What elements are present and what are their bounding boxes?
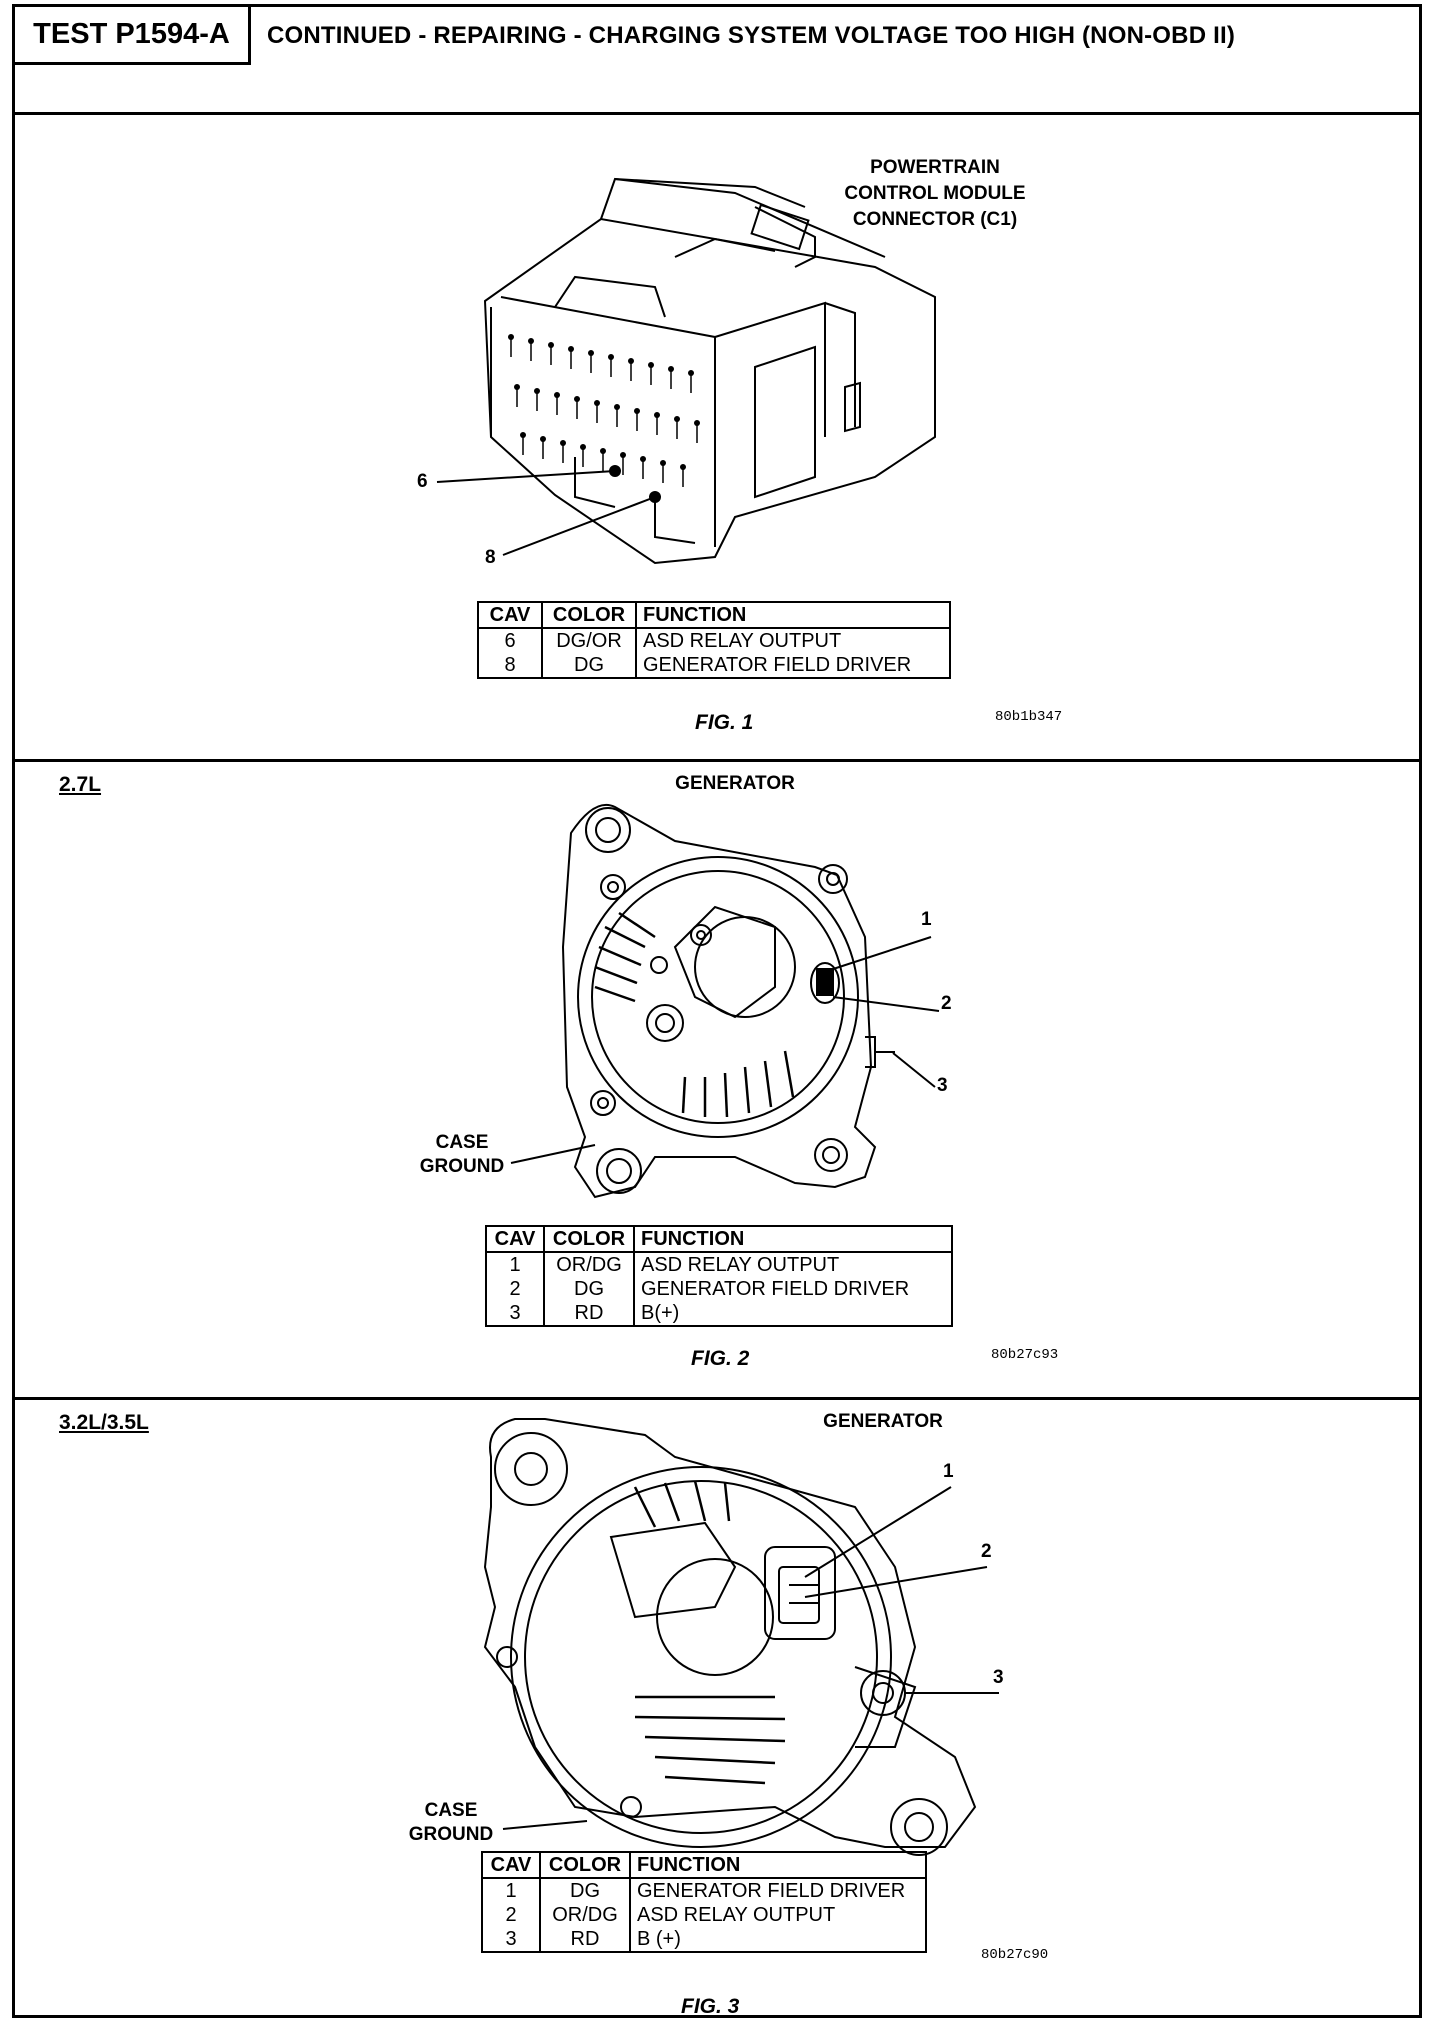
col-function: FUNCTION <box>633 1225 953 1253</box>
col-color: COLOR <box>543 1225 635 1253</box>
col-function: FUNCTION <box>629 1851 927 1879</box>
case-ground-label: CASE GROUND <box>391 1799 511 1847</box>
cell: ASD RELAY OUTPUT <box>635 628 951 653</box>
table-row: 1 DG GENERATOR FIELD DRIVER <box>481 1878 927 1903</box>
col-cav: CAV <box>481 1851 541 1879</box>
table-row: 8 DG GENERATOR FIELD DRIVER <box>477 653 951 679</box>
test-id-box: TEST P1594-A <box>15 7 251 65</box>
fig2-title: GENERATOR <box>675 773 795 794</box>
case-ground-line-1: CASE <box>435 1132 489 1153</box>
fig3-pin-table: CAV COLOR FUNCTION 1 DG GENERATOR FIELD … <box>481 1851 927 1953</box>
case-ground-line-1: CASE <box>424 1800 478 1821</box>
connector-label-line-3: CONNECTOR (C1) <box>852 209 1018 230</box>
cell: B (+) <box>629 1927 927 1953</box>
section-label-27l: 2.7L <box>59 773 102 796</box>
cell: ASD RELAY OUTPUT <box>633 1252 953 1277</box>
cell: 8 <box>477 653 543 679</box>
figure-illustrations <box>436 177 999 1856</box>
cell: B(+) <box>633 1301 953 1327</box>
cell: RD <box>543 1301 635 1327</box>
fig1-caption: FIG. 1 <box>695 711 754 734</box>
cell: 3 <box>481 1927 541 1953</box>
callout-1: 1 <box>921 909 932 930</box>
header-divider <box>15 112 1419 115</box>
generator-32l-drawing <box>483 1418 999 1856</box>
cell: ASD RELAY OUTPUT <box>629 1903 927 1927</box>
table-row: 1 OR/DG ASD RELAY OUTPUT <box>485 1252 953 1277</box>
cell: DG/OR <box>541 628 637 653</box>
cell: DG <box>539 1878 631 1903</box>
service-manual-page: TEST P1594-A CONTINUED - REPAIRING - CHA… <box>12 4 1422 2018</box>
case-ground-label: CASE GROUND <box>397 1131 527 1179</box>
cell: GENERATOR FIELD DRIVER <box>629 1878 927 1903</box>
callout-3: 3 <box>937 1075 948 1096</box>
case-ground-line-2: GROUND <box>419 1156 505 1177</box>
table-row: 3 RD B(+) <box>485 1301 953 1327</box>
cell: OR/DG <box>543 1252 635 1277</box>
cell: 1 <box>485 1252 545 1277</box>
pcm-connector-drawing <box>436 177 936 565</box>
section-label-32l-35l: 3.2L/3.5L <box>59 1411 149 1434</box>
table-row: 2 OR/DG ASD RELAY OUTPUT <box>481 1903 927 1927</box>
fig3-title: GENERATOR <box>823 1411 943 1432</box>
col-color: COLOR <box>539 1851 631 1879</box>
cell: 1 <box>481 1878 541 1903</box>
cell: 2 <box>485 1277 545 1301</box>
callout-2: 2 <box>981 1541 992 1562</box>
generator-27l-drawing <box>510 803 940 1199</box>
fig1-pin-table: CAV COLOR FUNCTION 6 DG/OR ASD RELAY OUT… <box>477 601 951 679</box>
col-cav: CAV <box>485 1225 545 1253</box>
cell: 2 <box>481 1903 541 1927</box>
fig2-pin-table: CAV COLOR FUNCTION 1 OR/DG ASD RELAY OUT… <box>485 1225 953 1327</box>
section-divider <box>15 1397 1419 1400</box>
connector-label-line-1: POWERTRAIN <box>870 157 1000 178</box>
cell: DG <box>543 1277 635 1301</box>
cell: OR/DG <box>539 1903 631 1927</box>
col-cav: CAV <box>477 601 543 629</box>
cell: GENERATOR FIELD DRIVER <box>635 653 951 679</box>
fig1-code: 80b1b347 <box>995 709 1063 725</box>
table-row: 6 DG/OR ASD RELAY OUTPUT <box>477 628 951 653</box>
section-divider <box>15 759 1419 762</box>
col-function: FUNCTION <box>635 601 951 629</box>
table-row: 3 RD B (+) <box>481 1927 927 1953</box>
callout-8: 8 <box>485 547 496 568</box>
callout-1: 1 <box>943 1461 954 1482</box>
connector-label: POWERTRAIN CONTROL MODULE CONNECTOR (C1) <box>835 155 1035 233</box>
callout-3: 3 <box>993 1667 1004 1688</box>
callout-2: 2 <box>941 993 952 1014</box>
cell: 3 <box>485 1301 545 1327</box>
fig3-code: 80b27c90 <box>981 1947 1049 1963</box>
fig2-code: 80b27c93 <box>991 1347 1059 1363</box>
fig3-caption: FIG. 3 <box>681 1995 740 2018</box>
col-color: COLOR <box>541 601 637 629</box>
callout-6: 6 <box>417 471 428 492</box>
case-ground-line-2: GROUND <box>408 1824 494 1845</box>
cell: GENERATOR FIELD DRIVER <box>633 1277 953 1301</box>
cell: RD <box>539 1927 631 1953</box>
cell: DG <box>541 653 637 679</box>
table-row: 2 DG GENERATOR FIELD DRIVER <box>485 1277 953 1301</box>
cell: 6 <box>477 628 543 653</box>
connector-label-line-2: CONTROL MODULE <box>844 183 1026 204</box>
page-title: CONTINUED - REPAIRING - CHARGING SYSTEM … <box>267 22 1236 49</box>
fig2-caption: FIG. 2 <box>691 1347 750 1370</box>
